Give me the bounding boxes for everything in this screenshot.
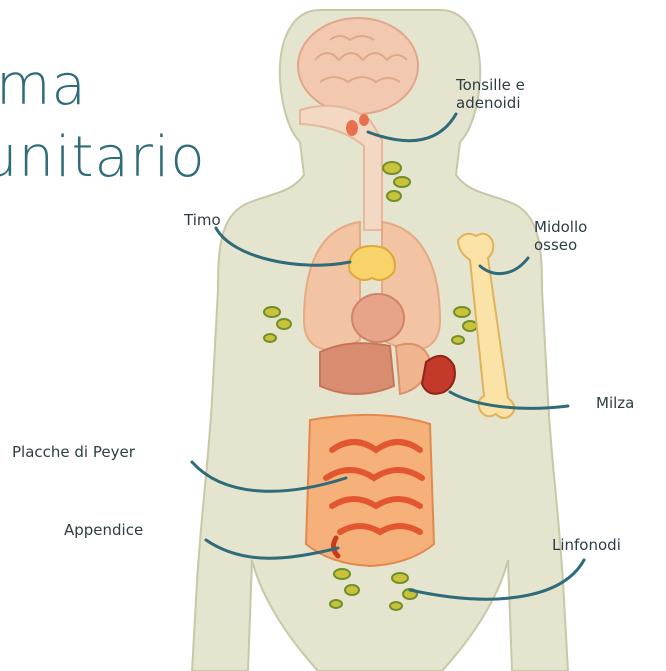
label-tonsille-line2: adenoidi (456, 94, 525, 112)
spleen (422, 356, 455, 394)
thymus (349, 246, 395, 280)
label-tonsille: Tonsille e adenoidi (456, 76, 525, 112)
label-placche: Placche di Peyer (12, 443, 135, 461)
title-line-2: unitario (0, 130, 206, 186)
brain (298, 18, 418, 114)
label-linfonodi: Linfonodi (552, 536, 621, 554)
intestines (306, 415, 434, 566)
title-line-1: ma (0, 58, 87, 114)
label-timo: Timo (184, 211, 221, 229)
label-midollo-line2: osseo (534, 236, 587, 254)
label-appendice: Appendice (64, 521, 143, 539)
label-midollo: Midollo osseo (534, 218, 587, 254)
label-midollo-line1: Midollo (534, 218, 587, 236)
label-milza: Milza (596, 394, 634, 412)
label-tonsille-line1: Tonsille e (456, 76, 525, 94)
